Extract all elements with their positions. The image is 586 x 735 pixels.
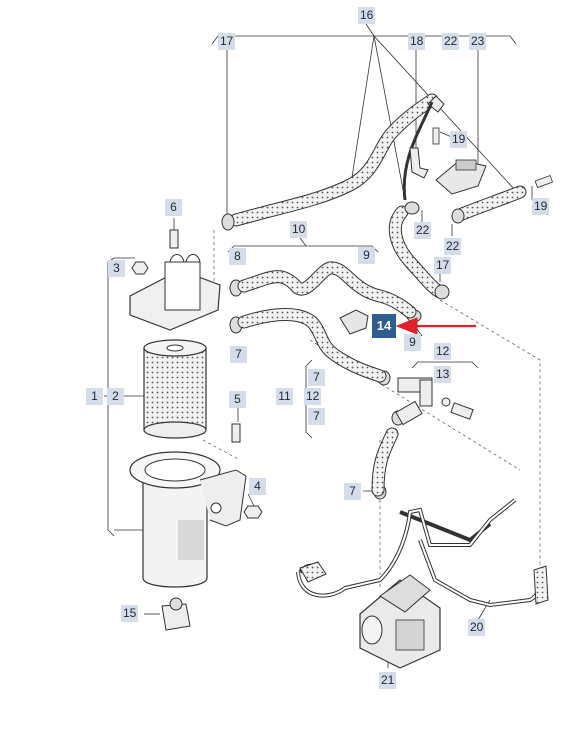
- heater-15: [161, 597, 191, 631]
- label-9-top: 9: [358, 247, 375, 264]
- clamps: [221, 201, 465, 500]
- label-7-a: 7: [230, 346, 247, 363]
- filter-housing-1: [129, 451, 247, 588]
- label-10: 10: [290, 221, 308, 238]
- clip-18: [409, 147, 429, 179]
- label-16: 16: [358, 7, 376, 24]
- bracket-12: [411, 361, 479, 369]
- label-19-right: 19: [532, 198, 550, 215]
- label-23: 23: [469, 33, 487, 50]
- label-20: 20: [468, 619, 486, 636]
- label-17-top: 17: [218, 33, 236, 50]
- label-5: 5: [229, 391, 246, 408]
- label-19-top: 19: [450, 131, 468, 148]
- label-7-d: 7: [344, 483, 361, 500]
- label-12-low: 12: [304, 388, 322, 405]
- bolts: [131, 229, 263, 519]
- tee-12: [395, 377, 433, 426]
- label-7-b: 7: [308, 369, 325, 386]
- label-22-low: 22: [444, 238, 462, 255]
- label-7-c: 7: [308, 408, 325, 425]
- label-1: 1: [86, 388, 103, 405]
- label-22-top: 22: [442, 33, 460, 50]
- label-17-low: 17: [434, 257, 452, 274]
- pin-19b: [534, 174, 554, 189]
- sensor-23: [435, 159, 487, 195]
- label-13: 13: [434, 366, 452, 383]
- valve-9: [339, 309, 369, 335]
- label-15: 15: [121, 605, 139, 622]
- pin-19a: [432, 127, 440, 145]
- label-18: 18: [408, 33, 426, 50]
- filter-lid-3: [129, 254, 221, 331]
- bracket-10: [227, 245, 379, 253]
- label-4: 4: [249, 478, 266, 495]
- label-6: 6: [165, 199, 182, 216]
- pump-21: [359, 574, 441, 669]
- label-12-top: 12: [434, 343, 452, 360]
- label-21: 21: [379, 672, 397, 689]
- label-22-mid: 22: [414, 222, 432, 239]
- label-8: 8: [229, 248, 246, 265]
- label-11: 11: [276, 388, 293, 405]
- filter-element-2: [143, 339, 207, 439]
- bracket-16: [211, 35, 517, 45]
- label-9-low: 9: [404, 334, 421, 351]
- label-14-highlighted: 14: [372, 314, 396, 338]
- label-2: 2: [107, 388, 124, 405]
- label-3: 3: [108, 260, 125, 277]
- sensor-13: [441, 397, 474, 420]
